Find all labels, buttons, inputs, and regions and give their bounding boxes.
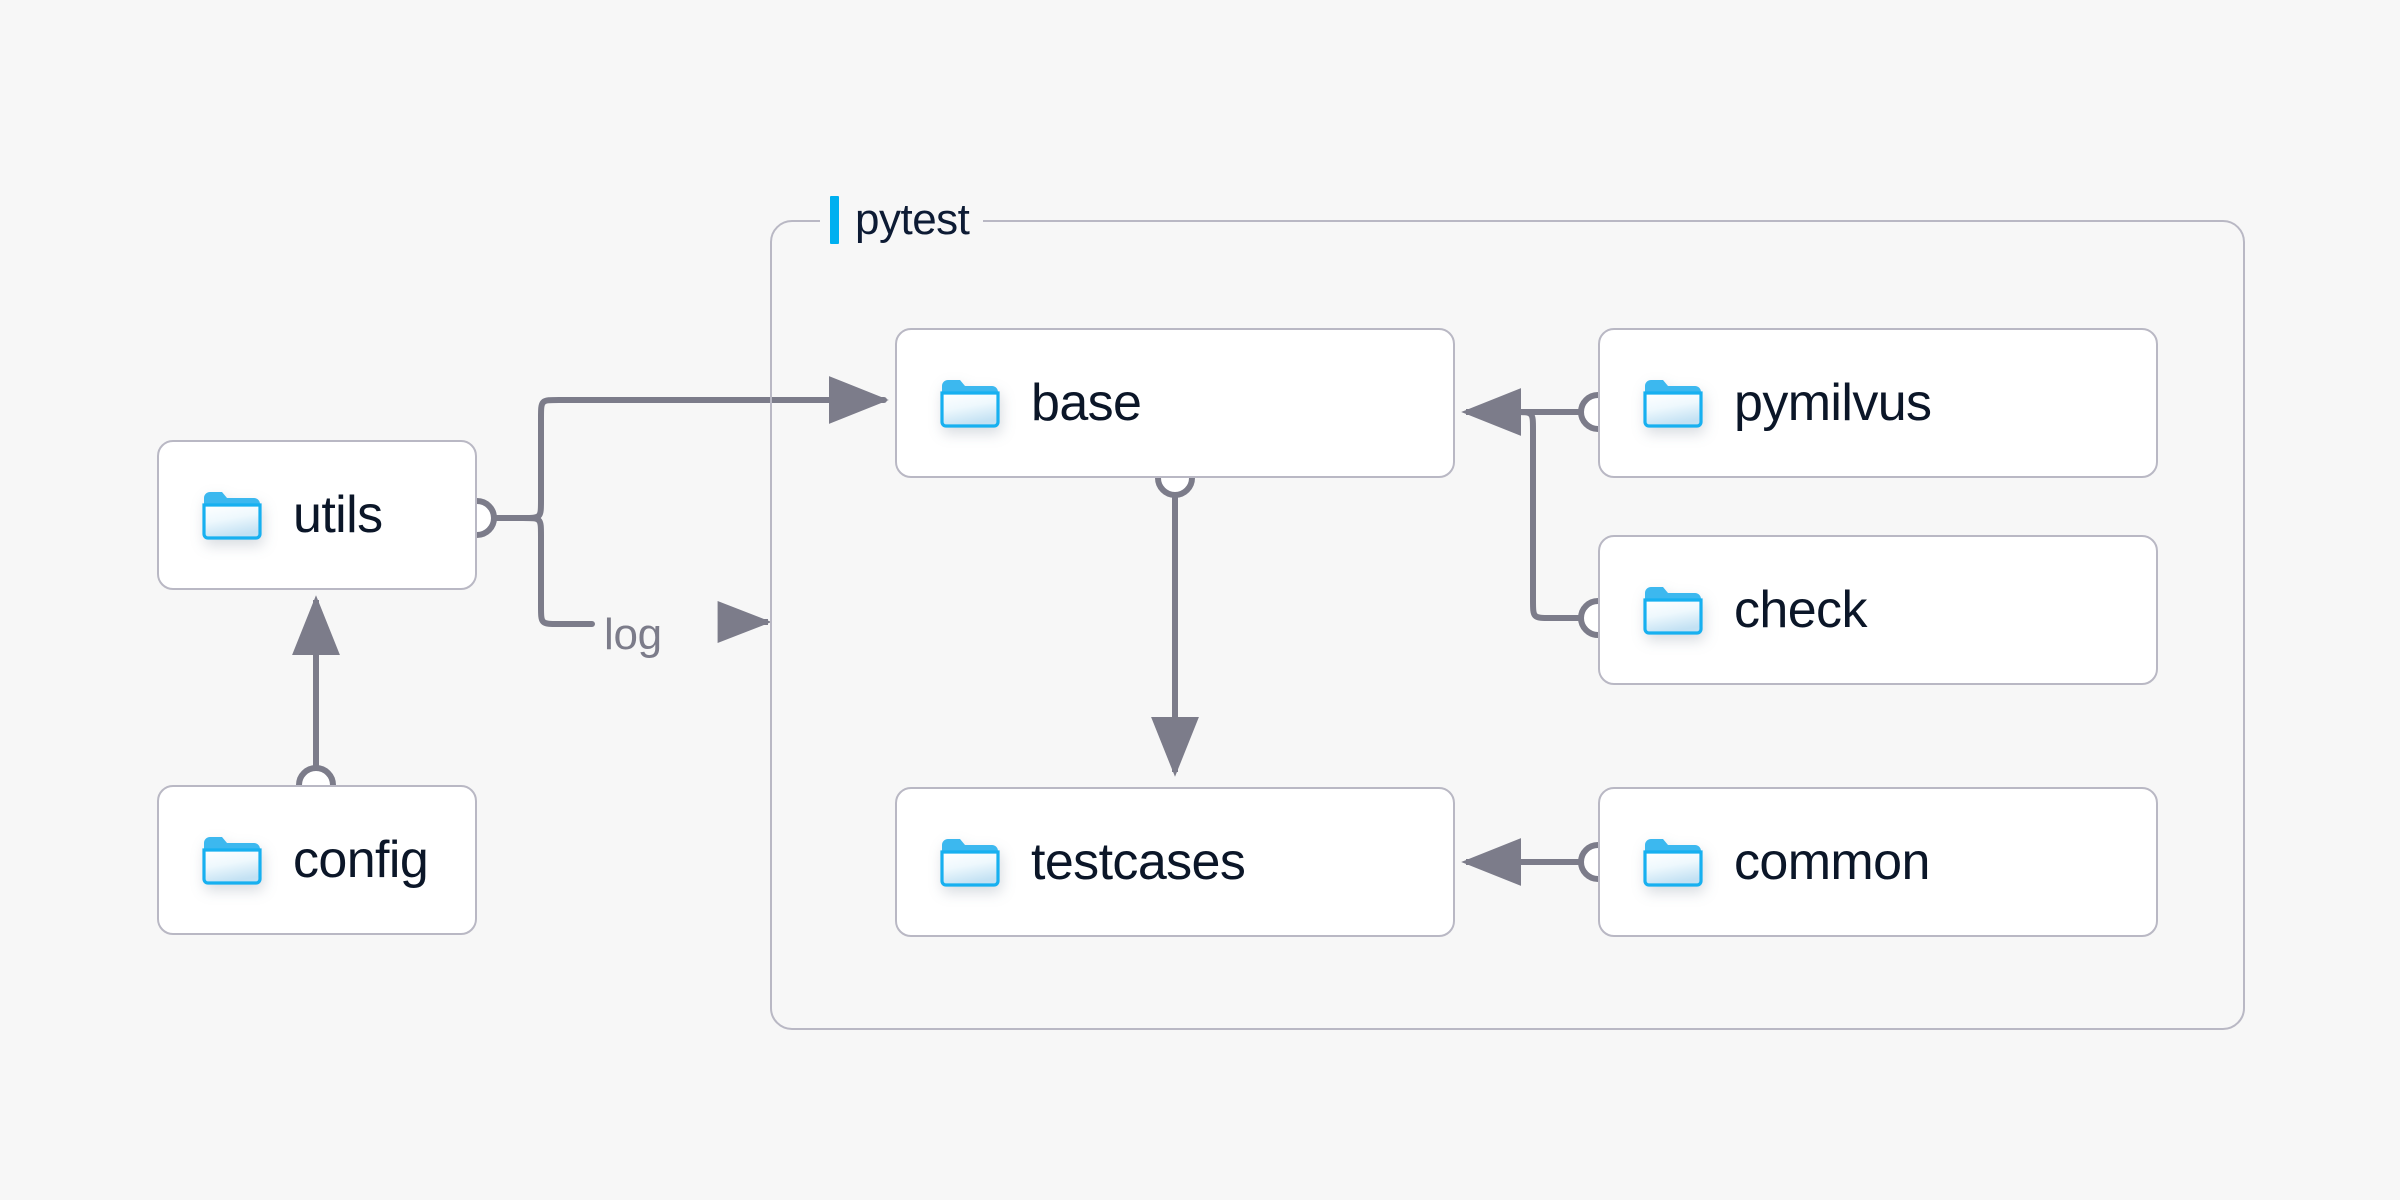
- group-accent-bar: [830, 196, 839, 244]
- node-label-utils: utils: [293, 486, 383, 544]
- node-label-pymilvus: pymilvus: [1734, 374, 1932, 432]
- group-container-pytest[interactable]: [770, 220, 2245, 1030]
- node-label-config: config: [293, 831, 429, 889]
- node-base[interactable]: base: [895, 328, 1455, 478]
- node-label-base: base: [1031, 374, 1142, 432]
- folder-icon: [1642, 836, 1704, 888]
- node-check[interactable]: check: [1598, 535, 2158, 685]
- folder-icon: [201, 489, 263, 541]
- node-label-testcases: testcases: [1031, 833, 1246, 891]
- group-label-pytest: pytest: [820, 193, 984, 247]
- folder-icon: [201, 834, 263, 886]
- node-label-common: common: [1734, 833, 1930, 891]
- folder-icon: [1642, 584, 1704, 636]
- node-config[interactable]: config: [157, 785, 477, 935]
- group-title: pytest: [855, 195, 970, 244]
- node-common[interactable]: common: [1598, 787, 2158, 937]
- folder-icon: [1642, 377, 1704, 429]
- edge-config-to-utils: [292, 595, 340, 805]
- edge-label-log: log: [604, 610, 662, 659]
- node-testcases[interactable]: testcases: [895, 787, 1455, 937]
- folder-icon: [939, 377, 1001, 429]
- folder-icon: [939, 836, 1001, 888]
- node-utils[interactable]: utils: [157, 440, 477, 590]
- node-label-check: check: [1734, 581, 1867, 639]
- node-pymilvus[interactable]: pymilvus: [1598, 328, 2158, 478]
